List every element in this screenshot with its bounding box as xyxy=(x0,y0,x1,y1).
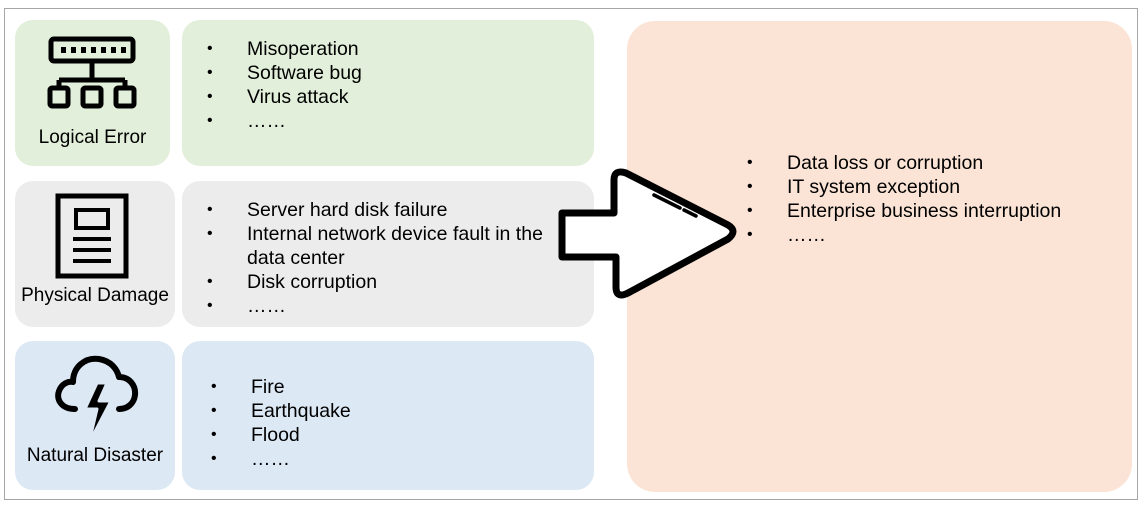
diagram-frame xyxy=(4,8,1138,500)
physical-damage-items-box: Server hard disk failure Internal networ… xyxy=(182,181,594,327)
storm-cloud-icon xyxy=(55,355,139,445)
list-item: …… xyxy=(182,109,362,133)
list-item: Virus attack xyxy=(182,85,362,109)
list-item: Misoperation xyxy=(182,37,362,61)
list-item: IT system exception xyxy=(722,175,1061,199)
consequences-box: Data loss or corruption IT system except… xyxy=(627,21,1132,492)
logical-error-box: Logical Error xyxy=(15,20,170,166)
natural-disaster-label: Natural Disaster xyxy=(26,445,164,466)
right-arrow-icon xyxy=(558,168,737,299)
list-item-continuation: data center xyxy=(247,247,345,269)
physical-damage-box: Physical Damage xyxy=(15,181,175,327)
list-item: Fire xyxy=(186,375,351,399)
document-page-icon xyxy=(55,193,129,279)
list-item: …… xyxy=(186,447,351,471)
list-item: Earthquake xyxy=(186,399,351,423)
list-item: Disk corruption xyxy=(182,270,543,294)
network-server-icon xyxy=(47,36,137,109)
physical-damage-label: Physical Damage xyxy=(21,285,169,306)
list-item: Server hard disk failure xyxy=(182,198,543,222)
logical-error-label: Logical Error xyxy=(38,127,147,148)
list-item: Data loss or corruption xyxy=(722,151,1061,175)
list-item: Software bug xyxy=(182,61,362,85)
list-item: Internal network device fault in the xyxy=(182,222,543,246)
natural-disaster-box: Natural Disaster xyxy=(15,341,175,490)
list-item: …… xyxy=(182,294,543,318)
natural-disaster-items-box: Fire Earthquake Flood …… xyxy=(182,341,594,490)
logical-error-items-box: Misoperation Software bug Virus attack …… xyxy=(182,20,594,166)
list-item: Flood xyxy=(186,423,351,447)
list-item: Enterprise business interruption xyxy=(722,199,1061,223)
list-item: …… xyxy=(722,223,1061,247)
